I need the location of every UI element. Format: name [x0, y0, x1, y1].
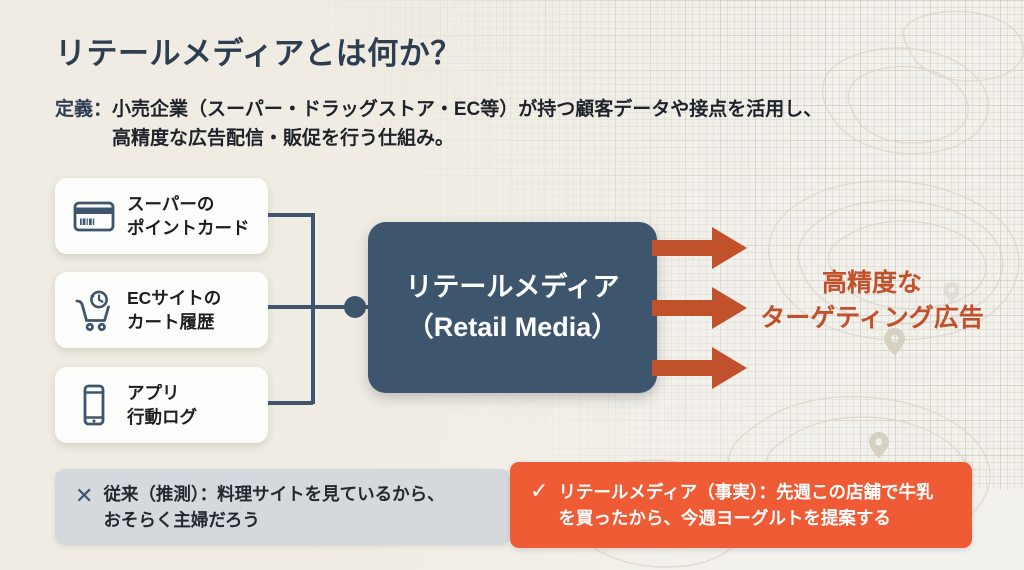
source-box-cart-history: ECサイトの カート履歴: [55, 272, 268, 348]
source-box-label: スーパーの ポイントカード: [127, 193, 250, 238]
connector-line-vertical: [311, 213, 315, 404]
definition-text: 小売企業（スーパー・ドラッグストア・EC等）が持つ顧客データや接点を活用し、 高…: [112, 96, 822, 154]
source-box-label: ECサイトの カート履歴: [127, 287, 222, 332]
retail-media-box-line2: （Retail Media）: [406, 311, 619, 342]
source-box-label: アプリ 行動ログ: [127, 382, 197, 427]
legacy-guess-text: 従来（推測）：料理サイトを見ているから、 おそらく主婦だろう: [103, 483, 445, 530]
targeting-ad-label: 高精度な ターゲティング広告: [760, 269, 984, 332]
retail-media-box: リテールメディア （Retail Media）: [368, 222, 657, 393]
definition-label: 定義：: [55, 99, 113, 120]
connector-line-middle: [268, 305, 368, 309]
definition-line2: 高精度な広告配信・販促を行う仕組み。: [112, 127, 455, 149]
retail-media-box-line1: リテールメディア: [405, 272, 620, 303]
smartphone-icon: [71, 383, 117, 427]
cart-history-icon: [71, 288, 117, 332]
connector-line-top: [268, 213, 313, 217]
retail-fact-box: ✓ リテールメディア（事実）：先週この店舗で牛乳 を買ったから、今週ヨーグルトを…: [510, 462, 972, 548]
cross-icon: ✕: [75, 483, 94, 508]
output-arrow-top: [652, 227, 747, 269]
point-card-icon: [71, 194, 117, 238]
source-box-point-card: スーパーの ポイントカード: [55, 178, 268, 254]
legacy-guess-box: ✕ 従来（推測）：料理サイトを見ているから、 おそらく主婦だろう: [55, 469, 510, 545]
connector-line-bottom: [268, 401, 313, 405]
retail-fact-text: リテールメディア（事実）：先週この店舗で牛乳 を買ったから、今週ヨーグルトを提案…: [558, 481, 934, 528]
page-title: リテールメディアとは何か？: [55, 36, 462, 71]
definition-block: 定義： 小売企業（スーパー・ドラッグストア・EC等）が持つ顧客データや接点を活用…: [55, 96, 822, 154]
output-arrow-bottom: [652, 347, 747, 389]
check-icon: ✓: [530, 478, 549, 503]
output-arrow-middle: [652, 287, 747, 329]
definition-line1: 小売企業（スーパー・ドラッグストア・EC等）が持つ顧客データや接点を活用し、: [112, 99, 823, 120]
source-box-app-log: アプリ 行動ログ: [55, 367, 268, 443]
connector-junction-dot: [344, 296, 366, 318]
